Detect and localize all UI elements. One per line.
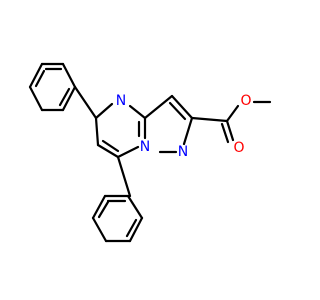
ester-group — [190, 100, 272, 144]
phenyl-ring-upper — [28, 62, 77, 112]
molecule-structure: N N N O O — [28, 62, 272, 243]
bridgehead-nitrogen-label: N — [140, 139, 150, 155]
carbonyl-oxygen-label: O — [233, 140, 244, 156]
pyrazole-ring — [143, 94, 194, 154]
ether-oxygen-label: O — [240, 93, 251, 109]
pyrimidine-ring — [73, 85, 147, 198]
pyrazole-nitrogen-label: N — [178, 144, 188, 160]
pyrimidine-nitrogen-label: N — [116, 93, 126, 109]
phenyl-ring-lower — [91, 194, 144, 243]
